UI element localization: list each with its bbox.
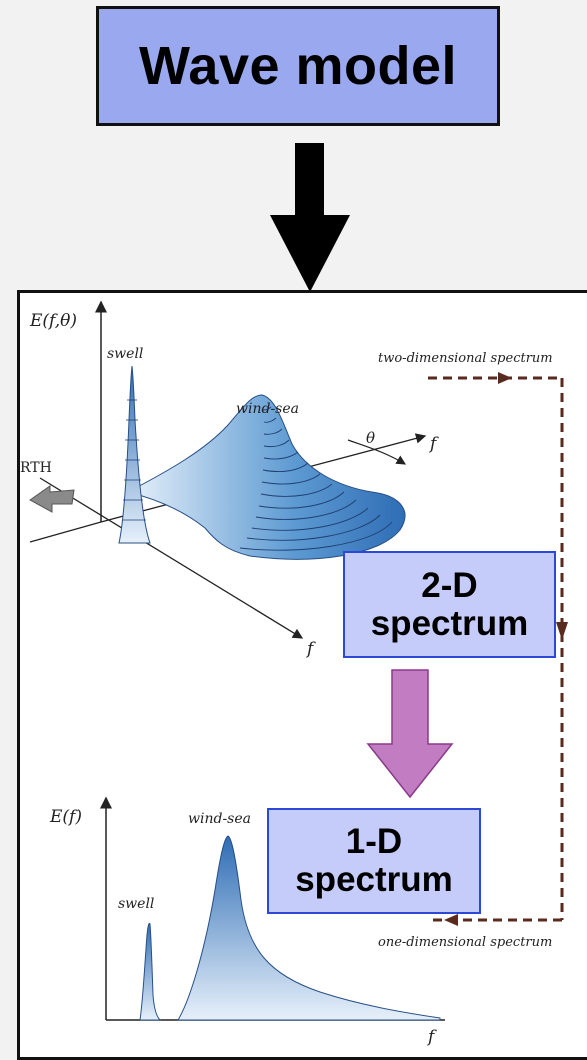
one-d-wind-sea-label: wind-sea — [188, 811, 251, 827]
two-d-box-line-1: 2-D — [421, 565, 478, 605]
two-d-swell-label: swell — [107, 346, 143, 362]
theta-label: θ — [366, 429, 375, 447]
two-d-back-axis — [29, 521, 102, 543]
two-d-right-f-label: f — [428, 434, 439, 454]
dashed-arrow-head-left-icon — [444, 914, 458, 926]
swell-2d-spike — [118, 365, 151, 544]
one-d-spectrum-plot: E(f) swell wind-sea f — [49, 796, 445, 1047]
one-d-spectrum-label-box: 1-D spectrum — [267, 808, 481, 914]
one-d-box-line-2: spectrum — [295, 860, 453, 899]
one-d-swell-label: swell — [118, 896, 154, 912]
two-d-wind-sea-label: wind-sea — [236, 401, 299, 417]
theta-rotation-icon — [347, 439, 407, 465]
north-arrow-icon — [29, 485, 75, 513]
two-d-spectrum-caption: two-dimensional spectrum — [378, 351, 553, 366]
wind-sea-2d-surface — [126, 394, 406, 560]
one-d-f-label: f — [426, 1027, 437, 1047]
two-d-front-axis — [39, 477, 304, 639]
wind-sea-1d-peak — [177, 835, 441, 1021]
one-d-axis-label: E(f) — [49, 807, 82, 827]
north-label: RTH — [20, 460, 52, 476]
wave-model-title: Wave model — [96, 6, 500, 126]
dashed-arrow-head-right-icon — [498, 372, 512, 384]
transform-down-arrow-icon — [366, 669, 454, 799]
wind-sea-2d-contours — [239, 406, 393, 551]
two-d-spectrum-label-box: 2-D spectrum — [343, 551, 556, 658]
swell-2d-contours — [122, 399, 146, 521]
swell-1d-peak — [139, 922, 162, 1021]
two-d-front-f-label: f — [305, 639, 316, 659]
dashed-arrow-head-down-icon — [556, 622, 568, 640]
two-d-spectrum-plot: E(f,θ) swell wind-sea θ f f RTH — [20, 300, 439, 659]
down-arrow-icon — [270, 143, 350, 292]
one-d-box-line-1: 1-D — [345, 822, 403, 861]
one-d-spectrum-caption: one-dimensional spectrum — [378, 935, 552, 950]
two-d-box-line-2: spectrum — [370, 603, 529, 643]
two-d-axis-label: E(f,θ) — [29, 311, 77, 331]
